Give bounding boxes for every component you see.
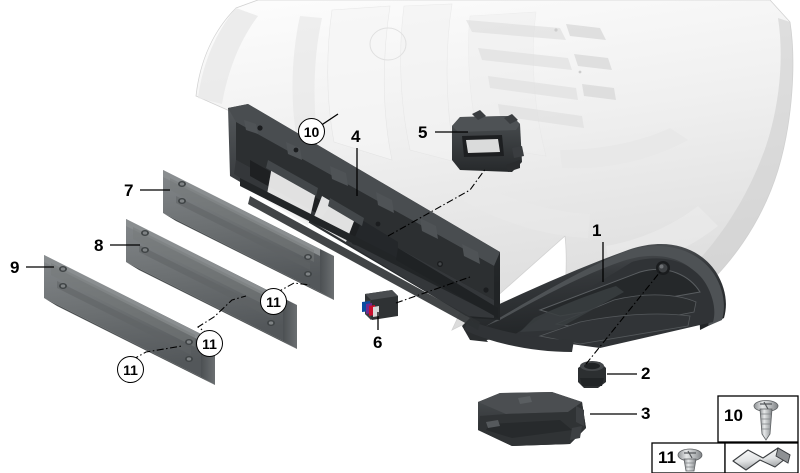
callout-11-circled-c: 11 [117,356,144,383]
legend-number-11: 11 [658,448,676,467]
legend-box-11 [651,442,726,473]
part-9-license-plate-base [44,255,215,385]
screw-long-icon [753,400,779,441]
legend-box-10 [717,395,799,443]
part-2-pdc-sensor-plug [578,361,606,388]
callout-8: 8 [94,236,104,255]
leader-lines [26,113,637,415]
legend-number-10: 10 [724,406,743,425]
callout-3: 3 [641,404,651,423]
part-7-license-plate-base [163,170,334,300]
callout-1: 1 [592,221,602,240]
callout-11-circled-a: 11 [260,288,287,315]
part-5-tow-hook-cover-bracket [452,110,524,172]
screw-short-icon [677,448,703,472]
callout-7: 7 [124,181,134,200]
part-8-license-plate-base [126,219,297,349]
callout-5: 5 [418,123,428,142]
part-4-lower-center-grille [228,104,500,330]
callout-6: 6 [373,333,383,352]
part-3-tow-eye-cover-flap [478,392,586,446]
callout-10-circled: 10 [298,118,325,145]
part-1-air-intake-grille-trim [462,244,726,352]
callout-9: 9 [10,258,20,277]
callout-11-circled-b: 11 [196,330,223,357]
part-6-m-emblem-badge [362,290,398,320]
clip-bracket-icon [732,447,791,471]
legend-box-clip [724,442,799,473]
callout-2: 2 [641,364,651,383]
callout-4: 4 [351,127,361,146]
